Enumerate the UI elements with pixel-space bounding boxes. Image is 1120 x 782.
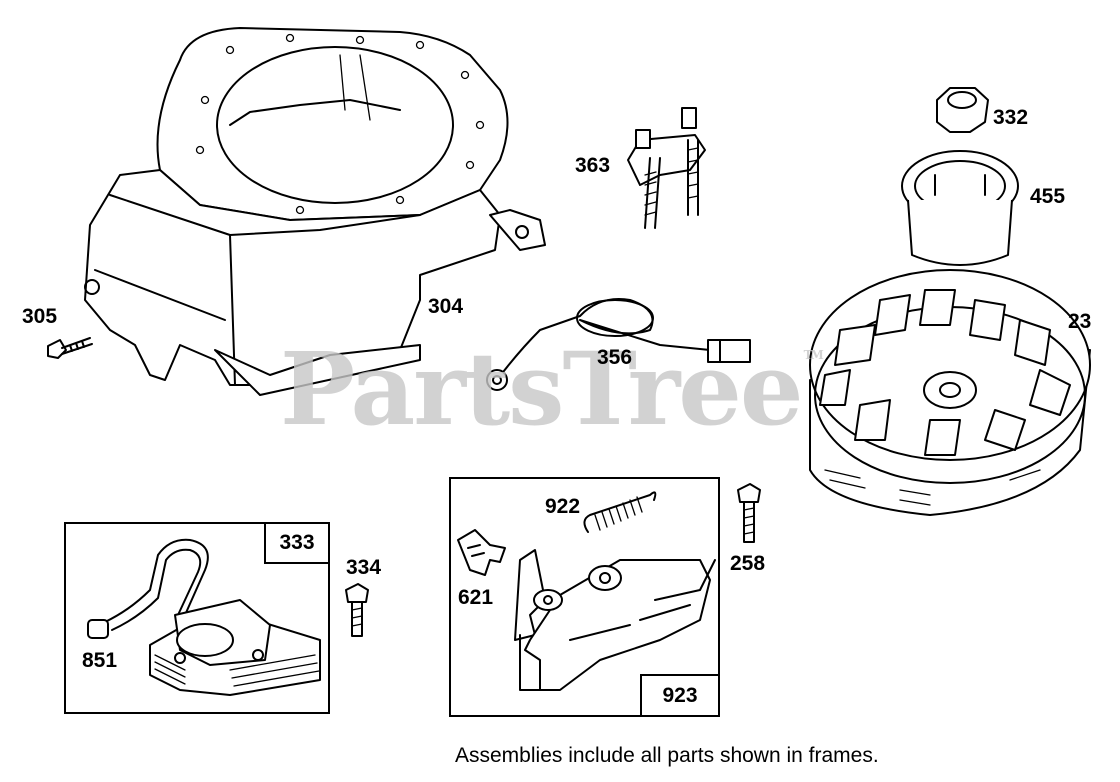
part-label-356: 356 (597, 346, 633, 369)
flywheel-23-drawing (809, 269, 1091, 516)
frame-tag-333: 333 (264, 522, 330, 564)
part-label-305: 305 (22, 305, 58, 328)
clip-621-drawing (457, 529, 506, 576)
watermark-text: PartsTree (280, 330, 804, 448)
part-label-851: 851 (82, 649, 118, 672)
trademark-symbol: TM (803, 348, 824, 362)
bracket-363-drawing (627, 107, 706, 229)
part-label-621: 621 (458, 586, 494, 609)
part-label-334: 334 (346, 556, 382, 579)
bolt-258-drawing (737, 483, 761, 543)
part-label-922: 922 (545, 495, 581, 518)
cup-455-drawing (901, 150, 1019, 266)
part-label-258: 258 (730, 552, 766, 575)
control-bracket-923-drawing (514, 549, 716, 691)
spring-922-drawing (583, 491, 657, 533)
wire-356-drawing (486, 298, 751, 391)
frame-333 (64, 522, 330, 714)
part-label-304: 304 (428, 295, 464, 318)
part-label-23: 23 (1068, 310, 1092, 333)
part-label-332: 332 (993, 106, 1029, 129)
screw-305-drawing (47, 337, 93, 359)
part-label-455: 455 (1030, 185, 1066, 208)
part-label-363: 363 (575, 154, 611, 177)
bolt-334-drawing (345, 583, 369, 637)
frame-923 (449, 477, 720, 717)
blower-housing-drawing (84, 27, 546, 396)
frames-caption: Assemblies include all parts shown in fr… (455, 744, 879, 767)
nut-332-drawing (936, 87, 989, 133)
frame-tag-923: 923 (640, 674, 720, 717)
armature-333-drawing (87, 538, 321, 696)
